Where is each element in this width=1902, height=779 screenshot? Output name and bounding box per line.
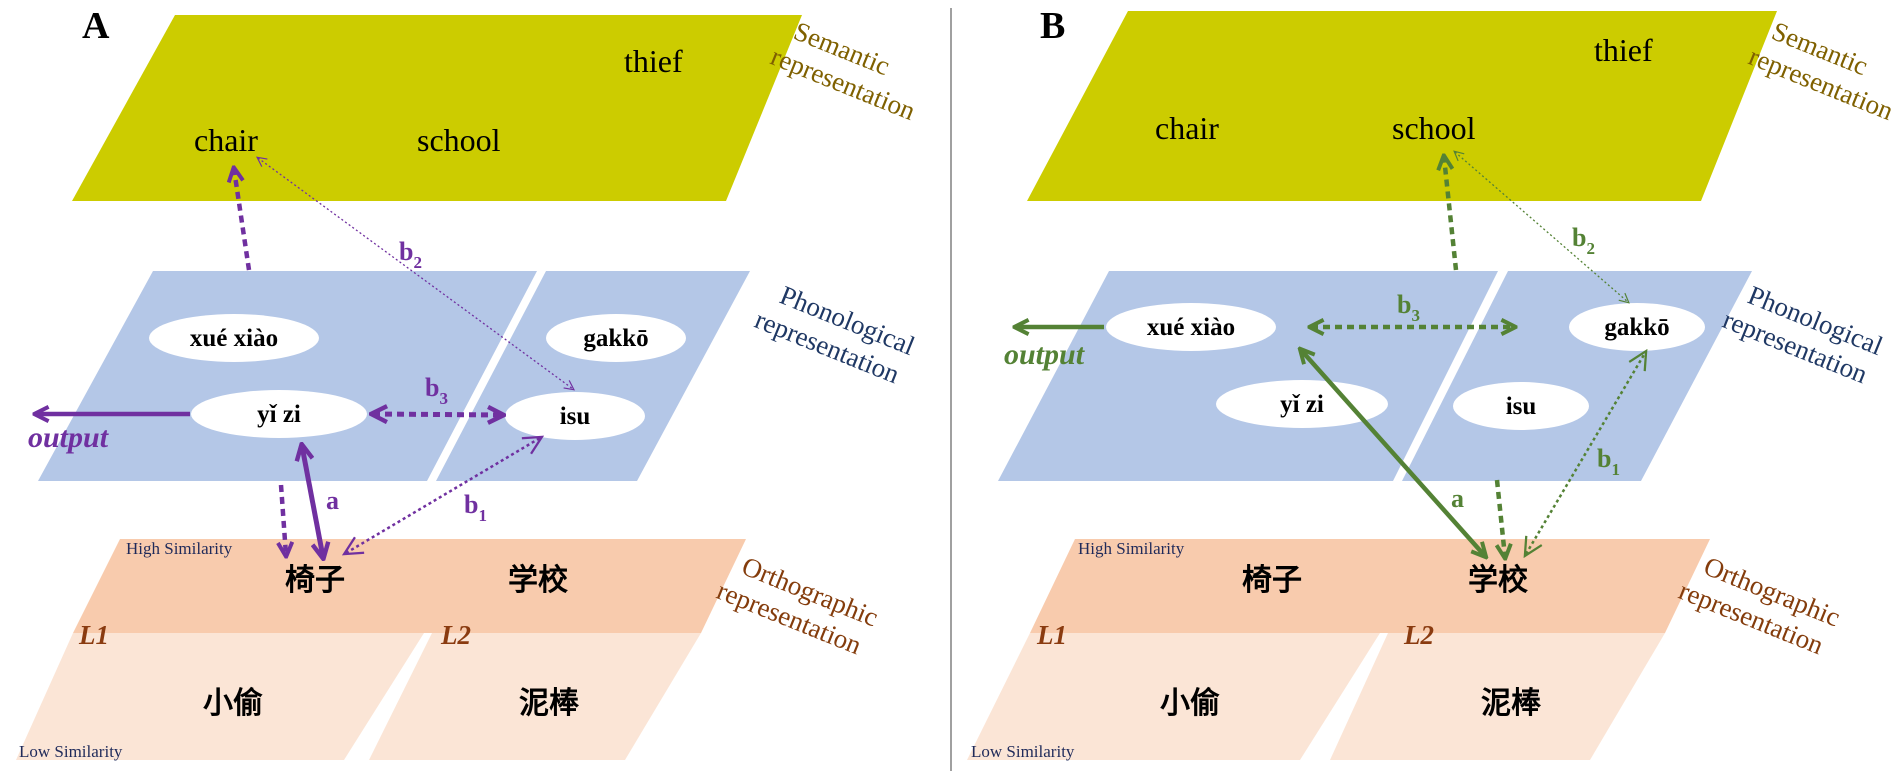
semantic-word-thief: thief — [1594, 32, 1653, 68]
arrow-label-a: a — [326, 486, 339, 515]
semantic-word-chair: chair — [194, 122, 258, 158]
arrow-label-b3: b3 — [425, 373, 448, 408]
panel-letter: B — [1040, 5, 1065, 47]
svg-text:b2: b2 — [399, 237, 422, 272]
arrow-b3 — [373, 414, 502, 415]
semantic-word-school: school — [1392, 110, 1476, 146]
phon-node-yizi-label: yǐ zi — [1280, 391, 1324, 418]
phonological-layer-label: Phonological representation — [751, 280, 919, 390]
dashed-arrow-phon-to-chair — [234, 169, 252, 271]
svg-text:b3: b3 — [425, 373, 448, 408]
high-similarity-label: High Similarity — [1078, 539, 1185, 558]
arrow-b2 — [1455, 152, 1628, 302]
orthographic-low-l1 — [967, 633, 1380, 760]
svg-text:b1: b1 — [1597, 444, 1620, 479]
svg-text:b2: b2 — [1572, 223, 1595, 258]
svg-text:b3: b3 — [1397, 290, 1420, 325]
orth-word-dorobou: 泥棒 — [1481, 686, 1542, 721]
l2-label: L2 — [440, 620, 471, 650]
arrow-label-b1: b1 — [1597, 444, 1620, 479]
orth-word-dorobou: 泥棒 — [519, 686, 580, 721]
phon-node-xuexiao-label: xué xiào — [1147, 314, 1235, 341]
panel-letter: A — [82, 5, 110, 47]
output-label: output — [1004, 338, 1086, 371]
high-similarity-label: High Similarity — [126, 539, 233, 558]
phon-node-yizi — [191, 390, 367, 438]
arrow-label-b3: b3 — [1397, 290, 1420, 325]
orth-word-xiaotou: 小偷 — [1160, 686, 1220, 721]
dashed-arrow-gakko-to-ortho — [1494, 479, 1505, 557]
phon-node-xuexiao — [1106, 303, 1276, 351]
semantic-word-chair: chair — [1155, 110, 1219, 146]
phon-node-isu-label: isu — [1506, 393, 1537, 420]
arrow-label-a: a — [1451, 484, 1464, 513]
orth-word-xuexiao: 学校 — [508, 563, 568, 598]
orth-word-xuexiao: 学校 — [1468, 563, 1528, 598]
semantic-word-thief: thief — [624, 43, 683, 79]
phon-node-gakko-label: gakkō — [583, 325, 648, 352]
phon-node-yizi-label: yǐ zi — [257, 401, 301, 428]
phonological-layer-label: Phonological representation — [1719, 280, 1887, 390]
phon-node-gakko — [1569, 303, 1705, 351]
semantic-layer — [72, 15, 802, 201]
orth-word-yizi: 椅子 — [285, 563, 345, 598]
arrow-label-b2: b2 — [399, 237, 422, 272]
svg-text:b1: b1 — [464, 490, 487, 525]
l1-label: L1 — [78, 620, 109, 650]
orth-word-yizi: 椅子 — [1242, 563, 1302, 598]
arrow-b2 — [258, 158, 573, 389]
l1-label: L1 — [1036, 620, 1067, 650]
orthographic-layer-label: Orthographic representation — [713, 551, 883, 661]
panel-a: A thief chair school Semantic representa… — [16, 5, 920, 761]
low-similarity-label: Low Similarity — [971, 742, 1075, 761]
semantic-word-school: school — [417, 122, 501, 158]
low-similarity-label: Low Similarity — [19, 742, 123, 761]
phon-node-isu-label: isu — [560, 403, 591, 430]
arrow-label-b1: b1 — [464, 490, 487, 525]
arrow-b1 — [1526, 353, 1645, 554]
phon-node-gakko-label: gakkō — [1604, 314, 1669, 341]
orthographic-high-layer — [1030, 539, 1710, 633]
panel-b: B thief chair school Semantic representa… — [967, 5, 1898, 761]
orthographic-low-l1 — [16, 633, 424, 760]
phon-node-gakko — [546, 314, 686, 362]
orthographic-high-layer — [73, 539, 746, 633]
l2-label: L2 — [1403, 620, 1434, 650]
phon-node-xuexiao-label: xué xiào — [190, 325, 278, 352]
output-label: output — [28, 421, 110, 454]
arrow-b1 — [346, 438, 540, 553]
orthographic-low-l2 — [369, 633, 701, 760]
orthographic-layer-label: Orthographic representation — [1675, 551, 1845, 661]
orth-word-xiaotou: 小偷 — [203, 686, 263, 721]
arrow-label-b2: b2 — [1572, 223, 1595, 258]
semantic-layer — [1027, 11, 1777, 201]
arrow-a — [302, 446, 323, 557]
arrow-a — [1301, 350, 1485, 556]
phon-node-isu — [505, 392, 645, 440]
orthographic-low-l2 — [1330, 633, 1665, 760]
